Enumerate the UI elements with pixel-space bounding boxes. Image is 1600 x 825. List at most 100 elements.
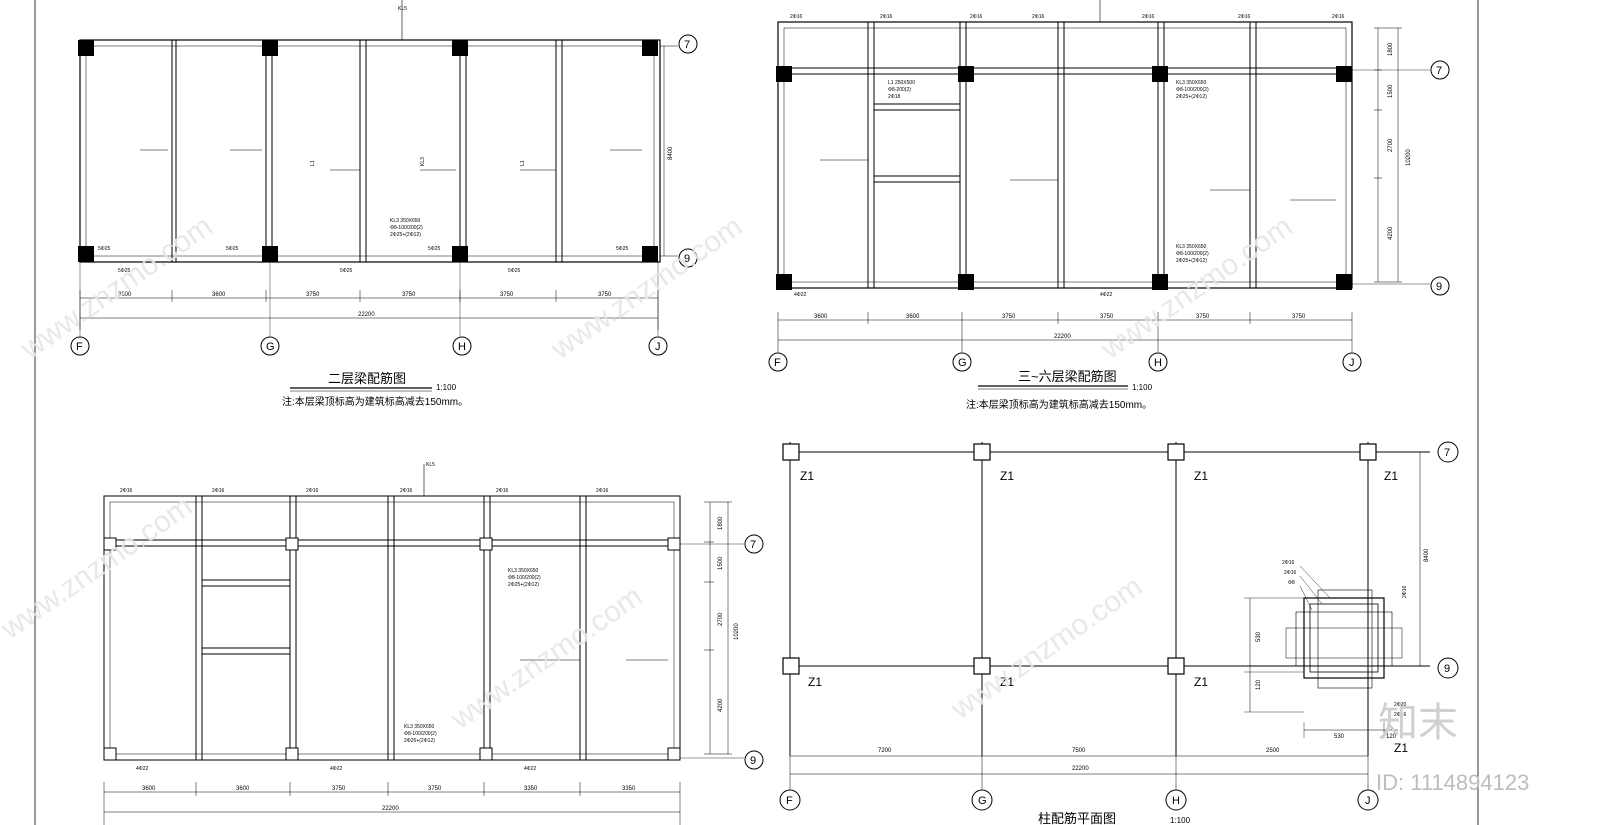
- plan-a-axis-h: H: [458, 341, 466, 353]
- plan-d-z1-2: Z1: [1000, 469, 1014, 483]
- plan-c-span-2: 3600: [236, 786, 250, 792]
- plan-c-height-2: 1500: [718, 556, 724, 570]
- plan-c-height-3: 2700: [718, 612, 724, 626]
- plan-c-height-4: 4200: [718, 698, 724, 712]
- plan-c-span-4: 3750: [428, 786, 442, 792]
- plan-b-span-3: 3750: [1002, 314, 1016, 320]
- plan-a-rebar-5: 5Φ25: [118, 268, 131, 274]
- plan-b-rebar-4: 2Φ16: [1032, 14, 1045, 20]
- plan-b-beam-note-4: KL3 350X650: [1176, 244, 1207, 250]
- plan-b-rebar-3: 2Φ16: [970, 14, 983, 20]
- plan-d-z1-3: Z1: [1194, 469, 1208, 483]
- plan-d-span-2: 7500: [1072, 748, 1086, 754]
- plan-b-total: 22200: [1054, 334, 1071, 340]
- plan-d-scale: 1:100: [1170, 816, 1191, 825]
- plan-b-height-1: 1800: [1388, 42, 1394, 56]
- plan-b-rebar-6: 2Φ16: [1238, 14, 1251, 20]
- plan-b-span-2: 3600: [906, 314, 920, 320]
- plan-a-span-6: 3750: [598, 292, 612, 298]
- plan-b-beam-note-9: 2Φ18: [888, 94, 901, 100]
- plan-d-span-1: 7200: [878, 748, 892, 754]
- plan-a-span-5: 3750: [500, 292, 514, 298]
- watermark-text-1: www.znzmo.com: [14, 210, 218, 367]
- plan-d-detail-dim-530v: 530: [1256, 631, 1262, 642]
- plan-b-rebar-1: 2Φ16: [790, 14, 803, 20]
- plan-c-beam-note-4: KL3 350X650: [404, 724, 435, 730]
- plan-b-span-4: 3750: [1100, 314, 1114, 320]
- plan-b-axis-9: 9: [1436, 281, 1442, 293]
- plan-a-axis-f: F: [76, 341, 83, 353]
- plan-a-axis-7: 7: [684, 39, 690, 51]
- plan-a-rebar-4: 5Φ25: [616, 246, 629, 252]
- plan-a-span-2: 3600: [212, 292, 226, 298]
- plan-b-beam-note-3: 2Φ25+(2Φ12): [1176, 94, 1207, 100]
- plan-c-axis-9: 9: [750, 755, 756, 767]
- plan-c-height-1: 1800: [718, 516, 724, 530]
- plan-a-beam-note-1: KL3 350X650: [390, 218, 421, 224]
- plan-a-rebar-1: 5Φ25: [98, 246, 111, 252]
- plan-d-axis-j: J: [1365, 795, 1371, 807]
- plan-c-beam-note-2: Φ8-100/200(2): [508, 575, 541, 581]
- plan-a-beam-note-2: Φ8-100/200(2): [390, 225, 423, 231]
- plan-c-rebar-9: 4Φ22: [524, 766, 537, 772]
- plan-b-beam-note-7: L1 250X500: [888, 80, 915, 86]
- plan-d-z1-1: Z1: [800, 469, 814, 483]
- plan-c-rebar-4: 2Φ16: [400, 488, 413, 494]
- plan-d-z1-8: Z1: [1394, 741, 1408, 755]
- plan-b-beam-note-1: KL3 350X650: [1176, 80, 1207, 86]
- plan-b-rebar-8: 4Φ22: [1100, 292, 1113, 298]
- plan-b-span-6: 3750: [1292, 314, 1306, 320]
- watermark-text-5: www.znzmo.com: [444, 580, 648, 737]
- plan-d-detail-dim-120v: 120: [1256, 679, 1262, 690]
- plan-b-beam-note-6: 2Φ25+(2Φ12): [1176, 258, 1207, 264]
- plan-a-total: 22200: [358, 312, 375, 318]
- plan-d-z1-6: Z1: [1000, 675, 1014, 689]
- plan-b-height-4: 4200: [1388, 226, 1394, 240]
- plan-a-rebar-2: 5Φ25: [226, 246, 239, 252]
- plan-b-span-5: 3750: [1196, 314, 1210, 320]
- plan-d-span-3: 2500: [1266, 748, 1280, 754]
- plan-b-beam-note-5: Φ8-100/200(2): [1176, 251, 1209, 257]
- plan-d-column-plan: Z1 Z1 Z1 Z1 Z1 Z1 Z1 Z1 530 120 530 120 …: [779, 441, 1459, 825]
- plan-b-scale: 1:100: [1132, 383, 1153, 392]
- watermark-layer: www.znzmo.com www.znzmo.com www.znzmo.co…: [0, 210, 1298, 737]
- plan-b-height-2: 1500: [1388, 84, 1394, 98]
- plan-a-span-4: 3750: [402, 292, 416, 298]
- plan-b-title: 三~六层梁配筋图: [1018, 369, 1117, 384]
- plan-d-detail-dim-530h: 530: [1334, 734, 1345, 740]
- plan-d-axis-g: G: [978, 795, 987, 807]
- plan-b-note: 注:本层梁顶标高为建筑标高减去150mm。: [966, 398, 1152, 411]
- watermark-text-6: www.znzmo.com: [944, 570, 1148, 727]
- plan-c-top-tag: KL5: [426, 462, 435, 468]
- plan-a-rebar-3: 5Φ25: [428, 246, 441, 252]
- plan-a-span-1: 3600: [118, 292, 132, 298]
- plan-a-height-dim: 8400: [668, 146, 674, 160]
- plan-d-rebar-1: 2Φ16: [1282, 560, 1295, 566]
- plan-b-axis-j: J: [1349, 357, 1355, 369]
- plan-d-rebar-3: Φ8: [1288, 580, 1295, 586]
- plan-c-axis-7: 7: [750, 539, 756, 551]
- plan-c-beam-note-5: Φ8-100/200(2): [404, 731, 437, 737]
- plan-c-rebar-6: 2Φ16: [596, 488, 609, 494]
- plan-a-top-tag: KL5: [398, 6, 407, 12]
- plan-d-axis-h: H: [1172, 795, 1180, 807]
- plan-d-total: 22200: [1072, 766, 1089, 772]
- plan-a-span-3: 3750: [306, 292, 320, 298]
- plan-b-third-sixth-floor-beams: 2Φ16 2Φ16 2Φ16 2Φ16 2Φ16 2Φ16 2Φ16 KL3 3…: [768, 0, 1450, 411]
- plan-d-rebar-5: 2Φ16: [1394, 712, 1407, 718]
- plan-a-beam-note-3: 2Φ25+(2Φ12): [390, 232, 421, 238]
- plan-c-roof-beams: KL5 2Φ16 2Φ16 2Φ16 2Φ16 2Φ16 2Φ16 KL3 35…: [103, 462, 764, 825]
- plan-b-rebar-7: 2Φ16: [1332, 14, 1345, 20]
- plan-c-beam-note-3: 2Φ25+(2Φ12): [508, 582, 539, 588]
- plan-d-rebar-2: 2Φ16: [1284, 570, 1297, 576]
- plan-b-height-3: 2700: [1388, 138, 1394, 152]
- plan-d-title: 柱配筋平面图: [1038, 811, 1116, 825]
- plan-d-z1-5: Z1: [808, 675, 822, 689]
- watermark-brand: 知末: [1378, 701, 1458, 745]
- plan-a-title: 二层梁配筋图: [328, 371, 406, 386]
- plan-a-rebar-6: 5Φ25: [340, 268, 353, 274]
- plan-c-rebar-5: 2Φ16: [496, 488, 509, 494]
- watermark-text-4: www.znzmo.com: [0, 490, 198, 647]
- plan-a-axis-j: J: [655, 341, 661, 353]
